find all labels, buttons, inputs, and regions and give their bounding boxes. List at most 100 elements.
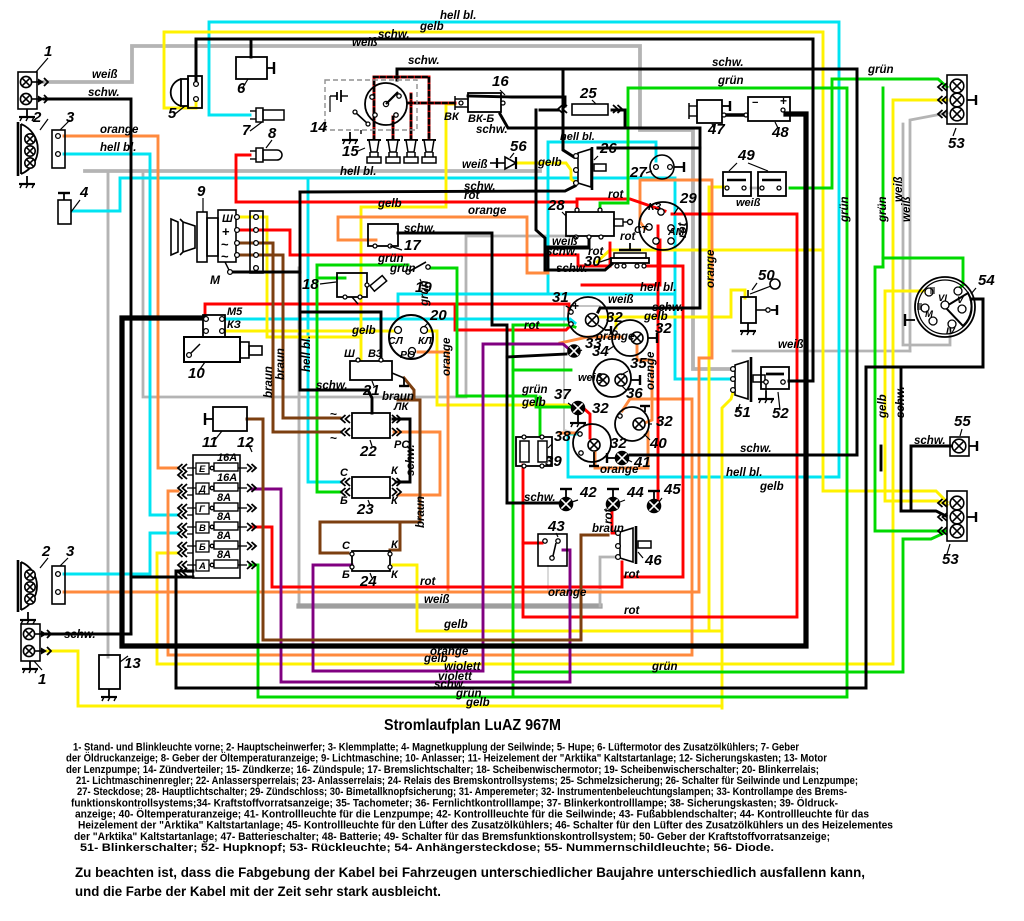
svg-text:schw.: schw. bbox=[740, 443, 772, 455]
svg-text:braun: braun bbox=[415, 496, 427, 528]
svg-text:32: 32 bbox=[656, 413, 673, 430]
svg-text:43: 43 bbox=[547, 518, 565, 535]
svg-text:С: С bbox=[342, 540, 351, 552]
svg-text:44: 44 bbox=[626, 484, 644, 501]
svg-text:27- Steckdose; 28- Hauptlichts: 27- Steckdose; 28- Hauptlichtschalter; 2… bbox=[77, 786, 847, 798]
svg-text:grün: grün bbox=[419, 280, 431, 307]
svg-text:Ш: Ш bbox=[222, 213, 233, 225]
svg-text:orange: orange bbox=[468, 205, 507, 217]
svg-text:40: 40 bbox=[649, 435, 667, 452]
svg-text:6: 6 bbox=[237, 80, 246, 97]
svg-text:schw.: schw. bbox=[712, 57, 744, 69]
svg-text:orange: orange bbox=[596, 331, 635, 343]
svg-text:orange: orange bbox=[705, 249, 717, 288]
svg-text:М5: М5 bbox=[227, 306, 243, 318]
svg-text:gelb: gelb bbox=[643, 311, 668, 323]
svg-text:weiß: weiß bbox=[736, 197, 761, 209]
svg-text:grün: grün bbox=[377, 253, 404, 265]
svg-text:hell bl.: hell bl. bbox=[340, 166, 376, 178]
svg-text:gelb: gelb bbox=[465, 697, 490, 709]
svg-text:22: 22 bbox=[359, 443, 377, 460]
svg-text:С: С bbox=[340, 467, 349, 479]
svg-text:~: ~ bbox=[330, 407, 337, 421]
svg-text:schw.: schw. bbox=[652, 302, 684, 314]
svg-text:schw.: schw. bbox=[464, 181, 496, 193]
svg-text:38: 38 bbox=[554, 428, 571, 445]
svg-text:gelb: gelb bbox=[351, 325, 376, 337]
svg-text:3: 3 bbox=[66, 543, 75, 560]
svg-text:rot: rot bbox=[624, 605, 641, 617]
svg-text:8А: 8А bbox=[217, 530, 231, 542]
svg-text:gelb: gelb bbox=[443, 619, 468, 631]
svg-text:braun: braun bbox=[263, 366, 275, 398]
svg-text:50: 50 bbox=[758, 267, 775, 284]
svg-text:21: 21 bbox=[362, 382, 380, 399]
svg-text:funktionskontrollsystems;34- K: funktionskontrollsystems;34- Kraftstoffv… bbox=[71, 796, 838, 809]
svg-text:КЗ: КЗ bbox=[648, 201, 661, 213]
svg-text:weiß: weiß bbox=[552, 236, 578, 248]
svg-text:25: 25 bbox=[579, 85, 597, 102]
svg-text:АМ: АМ bbox=[667, 226, 685, 238]
svg-text:und die Farbe der Kabel mit de: und die Farbe der Kabel mit der Zeit seh… bbox=[75, 884, 441, 899]
svg-text:54: 54 bbox=[978, 272, 995, 289]
svg-text:47: 47 bbox=[707, 121, 725, 138]
svg-text:orange: orange bbox=[441, 337, 453, 376]
svg-text:weiß: weiß bbox=[352, 37, 378, 49]
svg-text:schw.: schw. bbox=[914, 435, 946, 447]
svg-text:К: К bbox=[391, 495, 399, 507]
svg-text:grün: grün bbox=[651, 661, 678, 673]
svg-text:grün: grün bbox=[839, 196, 851, 223]
svg-text:orange: orange bbox=[645, 351, 657, 390]
svg-text:rot: rot bbox=[588, 246, 605, 258]
svg-text:К: К bbox=[391, 465, 399, 477]
svg-text:schw.: schw. bbox=[434, 679, 466, 691]
svg-text:8А: 8А bbox=[217, 492, 231, 504]
svg-text:grün: grün bbox=[389, 263, 416, 275]
svg-text:grün: grün bbox=[521, 384, 548, 396]
svg-text:+: + bbox=[780, 94, 787, 108]
svg-text:rot: rot bbox=[608, 189, 625, 201]
svg-text:hell bl.: hell bl. bbox=[726, 467, 762, 479]
svg-text:schw.: schw. bbox=[316, 380, 348, 392]
svg-text:СТ: СТ bbox=[634, 224, 649, 236]
svg-text:schw.: schw. bbox=[404, 223, 436, 235]
svg-text:gelb: gelb bbox=[377, 198, 402, 210]
svg-text:32: 32 bbox=[610, 435, 627, 452]
svg-text:+: + bbox=[572, 299, 579, 313]
svg-text:gelb: gelb bbox=[877, 394, 889, 419]
svg-text:23: 23 bbox=[356, 501, 374, 518]
svg-text:schw.: schw. bbox=[378, 29, 410, 41]
svg-text:rot: rot bbox=[620, 231, 637, 243]
svg-text:schw.: schw. bbox=[405, 444, 417, 476]
svg-text:orange: orange bbox=[548, 587, 587, 599]
svg-text:ВК-Б: ВК-Б bbox=[468, 113, 494, 125]
svg-text:9: 9 bbox=[197, 183, 206, 200]
svg-text:der "Arktika" Kaltstartanlage;: der "Arktika" Kaltstartanlage; 47- Batte… bbox=[74, 831, 830, 843]
svg-text:32: 32 bbox=[655, 320, 672, 337]
svg-text:orange: orange bbox=[430, 646, 469, 658]
svg-text:16: 16 bbox=[492, 73, 509, 90]
svg-text:weiß: weiß bbox=[578, 372, 603, 384]
svg-text:weiß: weiß bbox=[608, 294, 634, 306]
svg-text:51- Blinkerschalter; 52- Hupkn: 51- Blinkerschalter; 52- Hupknopf; 53- R… bbox=[80, 842, 774, 854]
svg-text:gelb: gelb bbox=[419, 21, 444, 33]
svg-text:18: 18 bbox=[302, 276, 319, 293]
svg-text:РС: РС bbox=[394, 439, 410, 451]
svg-text:46: 46 bbox=[644, 552, 662, 569]
svg-text:hell bl.: hell bl. bbox=[100, 142, 136, 154]
svg-text:РО: РО bbox=[400, 349, 415, 361]
svg-text:gelb: gelb bbox=[537, 157, 562, 169]
svg-text:11: 11 bbox=[202, 434, 218, 451]
svg-text:52: 52 bbox=[772, 405, 789, 422]
svg-text:wiolett: wiolett bbox=[444, 661, 482, 673]
svg-text:17: 17 bbox=[404, 237, 421, 254]
svg-text:32: 32 bbox=[592, 400, 609, 417]
svg-text:3: 3 bbox=[66, 109, 75, 126]
svg-text:weiß: weiß bbox=[893, 176, 905, 202]
svg-text:2: 2 bbox=[41, 543, 51, 560]
svg-text:schw.: schw. bbox=[895, 386, 907, 418]
svg-text:7: 7 bbox=[242, 122, 251, 139]
svg-text:5: 5 bbox=[168, 105, 177, 122]
svg-text:Zu beachten ist, dass die Fabg: Zu beachten ist, dass die Fabgebung der … bbox=[75, 865, 865, 880]
svg-text:55: 55 bbox=[954, 413, 971, 430]
